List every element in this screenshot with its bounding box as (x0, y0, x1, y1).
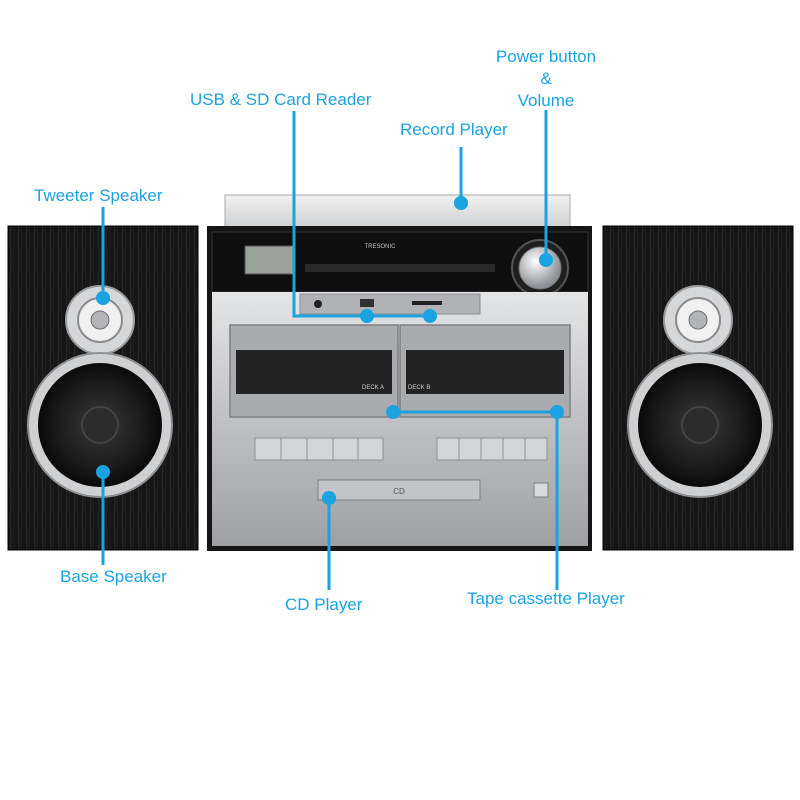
callout-lines (101, 110, 559, 590)
cassette-deck-b[interactable]: DECK B (399, 324, 571, 418)
left-woofer (27, 352, 173, 498)
tweeter-label: Tweeter Speaker (34, 186, 163, 205)
power-label-line3: Volume (517, 91, 575, 110)
lcd-display (244, 245, 296, 275)
cd-tray[interactable]: CD (317, 479, 481, 501)
usb-port[interactable] (360, 299, 374, 307)
right-tweeter (663, 285, 733, 355)
right-speaker (602, 225, 794, 551)
usb-sd-strip (299, 293, 481, 315)
power-label-line1: Power button (495, 47, 597, 66)
usb-sd-leader (292, 111, 430, 318)
sd-dot (423, 309, 437, 323)
tape-a-dot (386, 405, 400, 419)
cd-logo: CD (393, 487, 405, 496)
record-player-dot (454, 196, 468, 210)
callout-dots (96, 196, 564, 505)
deck-b-label: DECK B (408, 385, 430, 391)
cd-open-button[interactable] (533, 482, 549, 498)
tape-cassette-label: Tape cassette Player (467, 589, 625, 608)
tweeter-dot (96, 291, 110, 305)
base-speaker-label: Base Speaker (60, 567, 167, 586)
power-dot (539, 253, 553, 267)
usb-dot (360, 309, 374, 323)
headphone-jack[interactable] (314, 300, 322, 308)
base-speaker-dot (96, 465, 110, 479)
main-unit: TRESONIC DECK A DECK B (207, 194, 592, 551)
right-woofer (627, 352, 773, 498)
brand-logo: TRESONIC (364, 244, 396, 250)
record-player-label: Record Player (400, 120, 508, 139)
cd-player-label: CD Player (285, 595, 363, 614)
left-tweeter (65, 285, 135, 355)
volume-knob[interactable] (511, 239, 569, 297)
usb-sd-label: USB & SD Card Reader (190, 90, 372, 109)
power-volume-label: Power button & Volume (476, 46, 616, 112)
cd-dot (322, 491, 336, 505)
sd-slot[interactable] (412, 301, 442, 305)
deck-a-label: DECK A (362, 385, 384, 391)
power-label-line2: & (540, 69, 552, 88)
deck-a-buttons[interactable] (254, 437, 384, 461)
deck-b-buttons[interactable] (436, 437, 548, 461)
tape-b-dot (550, 405, 564, 419)
cassette-deck-a[interactable]: DECK A (229, 324, 399, 418)
record-player-lid (224, 194, 571, 228)
